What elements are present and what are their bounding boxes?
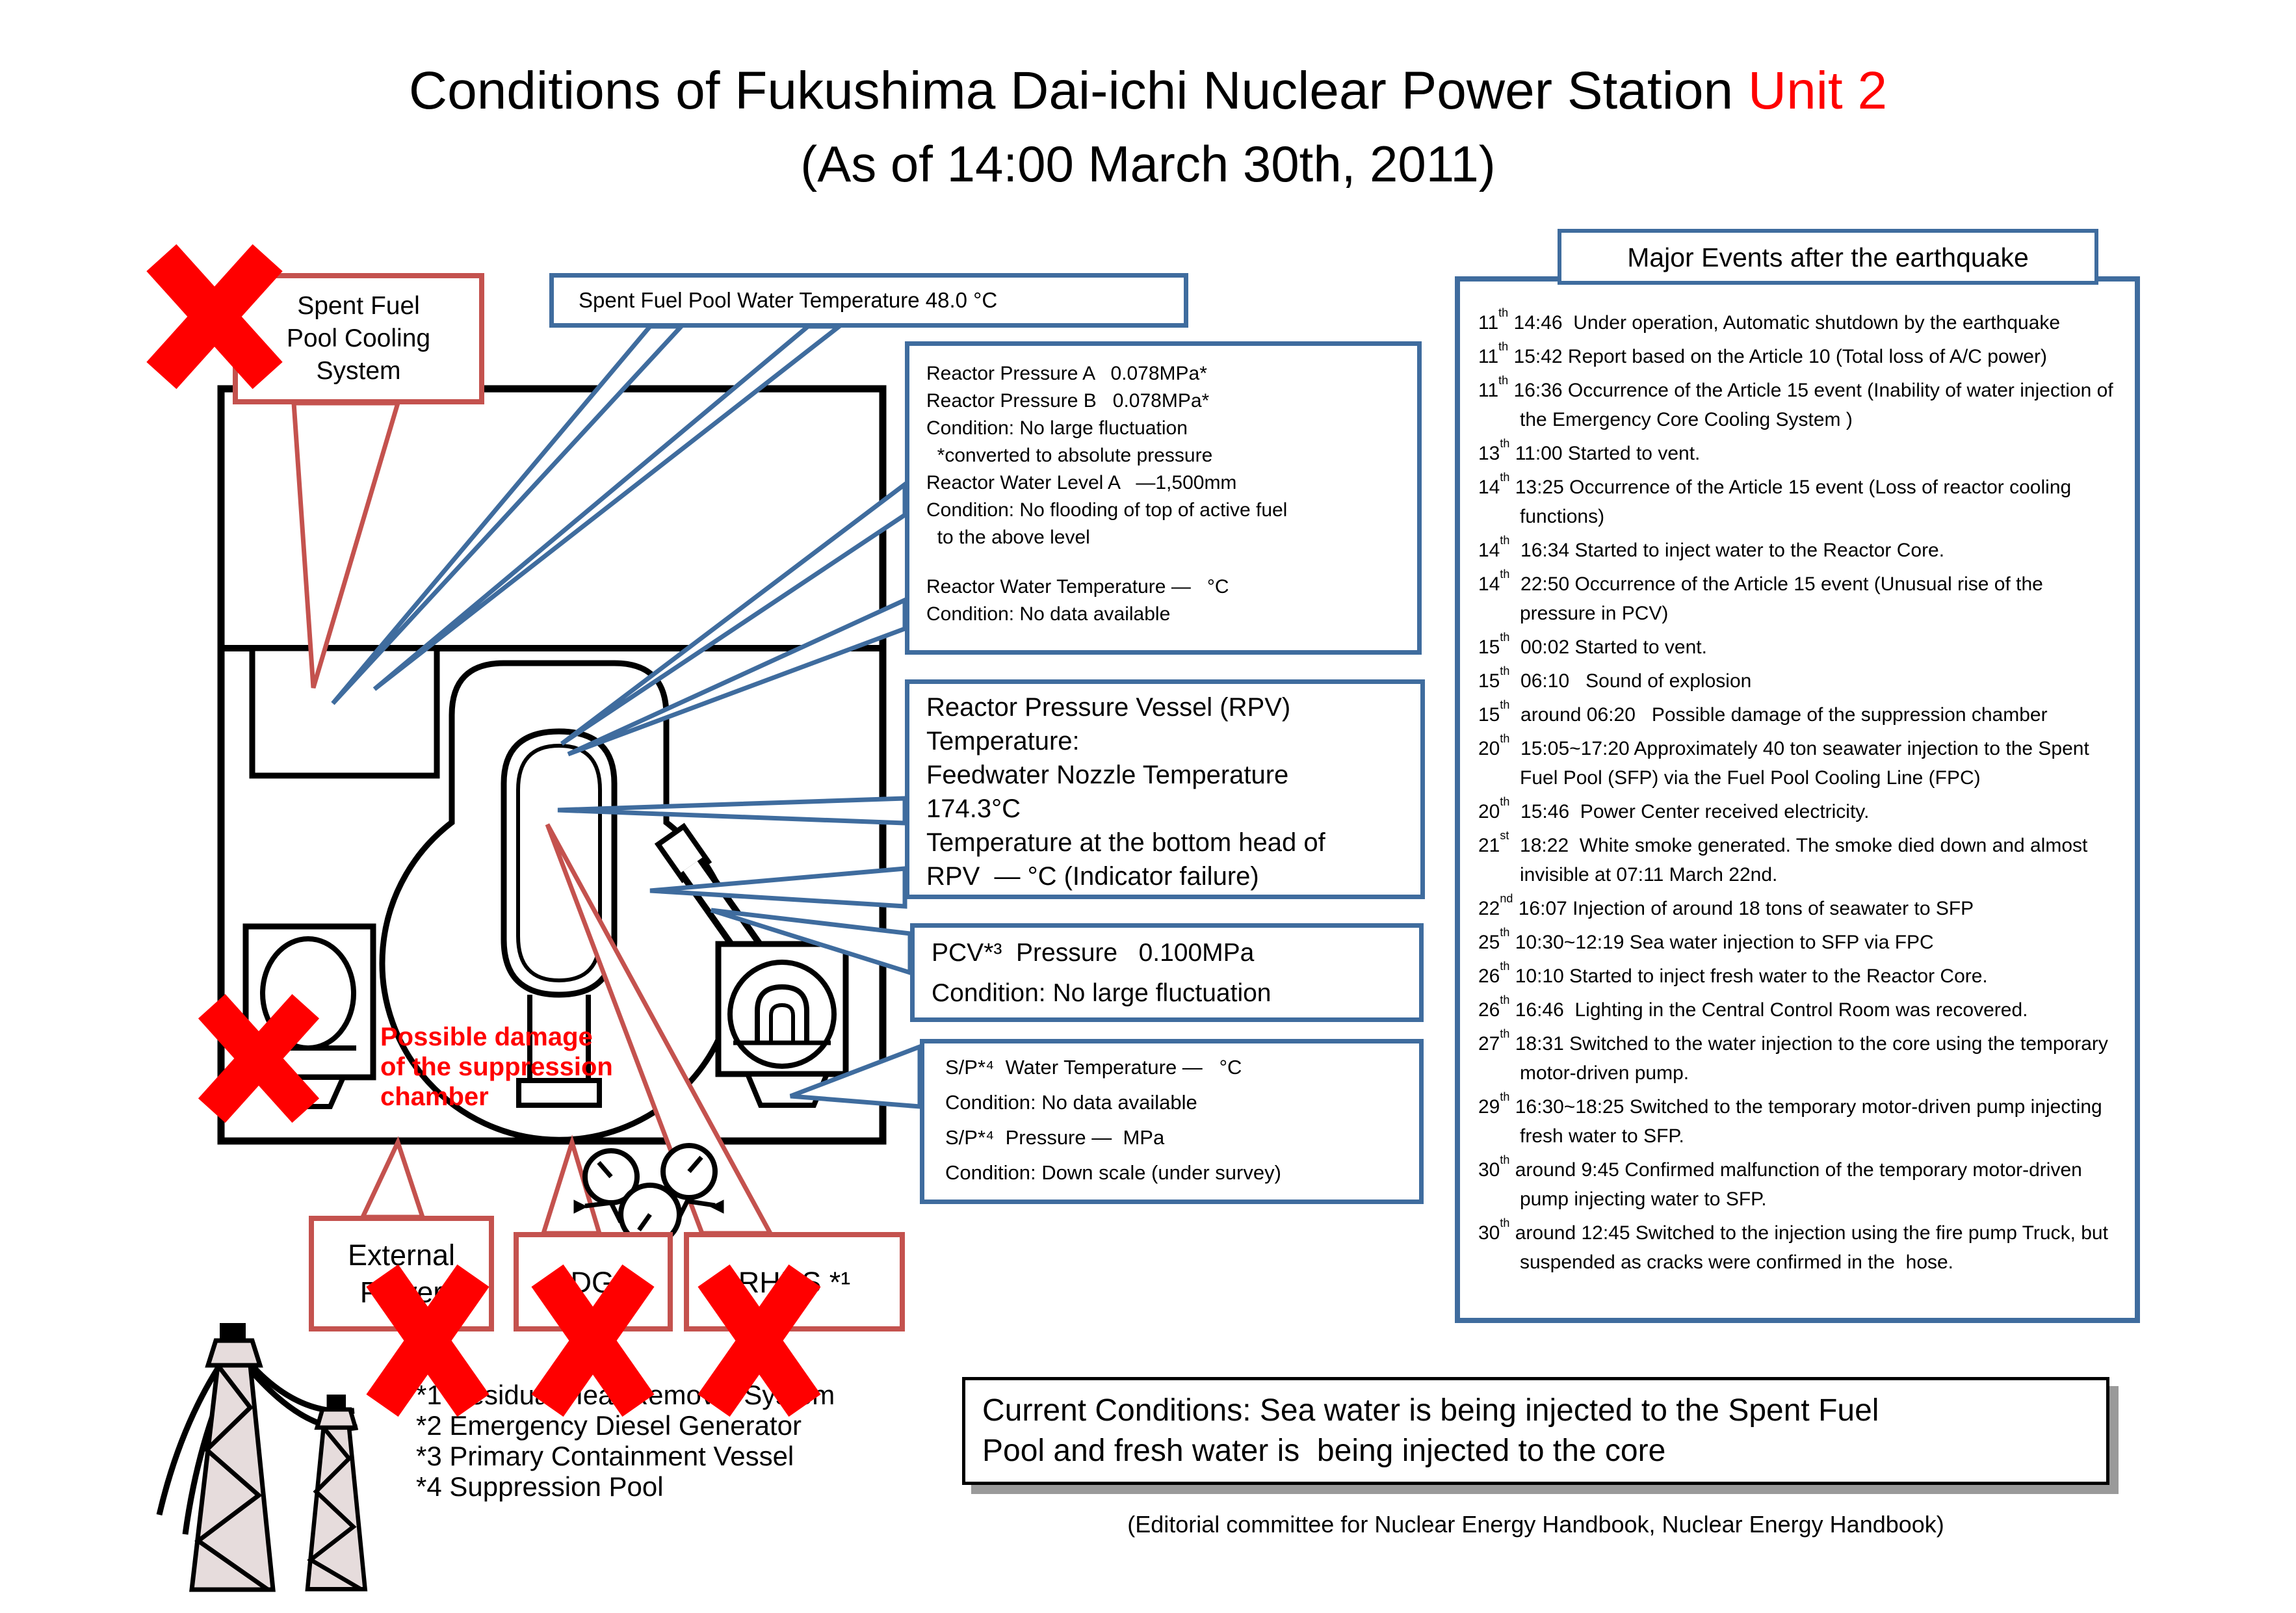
event-item: 11th 14:46 Under operation, Automatic sh… xyxy=(1478,306,2061,334)
event-item: 11th 16:36 Occurrence of the Article 15 … xyxy=(1478,373,2119,430)
towers-clipart xyxy=(156,1323,368,1592)
title-main: Conditions of Fukushima Dai-ichi Nuclear… xyxy=(408,61,1748,120)
gauges-clipart xyxy=(573,1143,724,1276)
current-conditions-box: Current Conditions: Sea water is being i… xyxy=(962,1377,2109,1485)
event-item: 27th 18:31 Switched to the water injecti… xyxy=(1478,1027,2114,1084)
current-conditions-text: Current Conditions: Sea water is being i… xyxy=(982,1393,1879,1468)
page-title: Conditions of Fukushima Dai-ichi Nuclear… xyxy=(0,55,2296,200)
event-item: 30th around 12:45 Switched to the inject… xyxy=(1478,1216,2114,1273)
suppression-chamber-right xyxy=(715,941,849,1108)
title-unit-number: Unit 2 xyxy=(1747,61,1888,120)
event-item: 21st 18:22 White smoke generated. The sm… xyxy=(1478,828,2093,885)
sfp-temp-label: Spent Fuel Pool Water Temperature 48.0 °… xyxy=(579,288,998,312)
blue-callout-wedges xyxy=(331,324,922,1109)
event-item: 29th 16:30~18:25 Switched to the tempora… xyxy=(1478,1090,2108,1147)
event-item: 30th around 9:45 Confirmed malfunction o… xyxy=(1478,1153,2088,1210)
event-item: 25th 10:30~12:19 Sea water injection to … xyxy=(1478,925,1934,953)
tower-small xyxy=(305,1395,368,1592)
event-item: 20th 15:46 Power Center received electri… xyxy=(1478,794,1870,822)
major-events-panel: 11th 14:46 Under operation, Automatic sh… xyxy=(1455,276,2140,1323)
rpv-temperature-text: Reactor Pressure Vessel (RPV)Temperature… xyxy=(926,693,1325,891)
spent-fuel-pool xyxy=(249,645,440,779)
x-icon-sfp-cooling xyxy=(146,244,283,389)
event-item: 15th 06:10 Sound of explosion xyxy=(1478,664,1752,692)
event-item: 11th 15:42 Report based on the Article 1… xyxy=(1478,339,2047,367)
editorial-note: (Editorial committee for Nuclear Energy … xyxy=(1127,1511,1944,1538)
tower-large xyxy=(189,1323,276,1592)
reactor-pressure-text: Reactor Pressure A 0.078MPa*Reactor Pres… xyxy=(926,363,1288,625)
event-item: 15th 00:02 Started to vent. xyxy=(1478,630,1707,658)
reactor-pressure-callout: Reactor Pressure A 0.078MPa*Reactor Pres… xyxy=(905,341,1422,655)
event-item: 20th 15:05~17:20 Approximately 40 ton se… xyxy=(1478,731,2095,789)
event-item: 14th 22:50 Occurrence of the Article 15 … xyxy=(1478,567,2049,624)
sfp-temp-callout: Spent Fuel Pool Water Temperature 48.0 °… xyxy=(549,273,1188,328)
title-line1: Conditions of Fukushima Dai-ichi Nuclear… xyxy=(0,55,2296,127)
event-item: 26th 10:10 Started to inject fresh water… xyxy=(1478,959,1988,987)
x-icon-edg xyxy=(531,1264,655,1417)
event-item: 22nd 16:07 Injection of around 18 tons o… xyxy=(1478,891,1974,919)
x-icon-suppression-chamber xyxy=(198,994,320,1123)
event-item: 15th around 06:20 Possible damage of the… xyxy=(1478,698,2048,726)
events-header-title: Major Events after the earthquake xyxy=(1627,243,2029,272)
rpv-temperature-callout: Reactor Pressure Vessel (RPV)Temperature… xyxy=(905,679,1425,899)
x-icon-external-power xyxy=(366,1264,489,1417)
title-date: (As of 14:00 March 30th, 2011) xyxy=(800,135,1496,192)
event-item: 13th 11:00 Started to vent. xyxy=(1478,436,1701,464)
event-item: 14th 13:25 Occurrence of the Article 15 … xyxy=(1478,470,2077,527)
x-icon-rhrs xyxy=(698,1264,821,1417)
events-list: 11th 14:46 Under operation, Automatic sh… xyxy=(1460,282,2135,1277)
event-item: 14th 16:34 Started to inject water to th… xyxy=(1478,533,1945,561)
event-item: 26th 16:46 Lighting in the Central Contr… xyxy=(1478,993,2028,1021)
events-header: Major Events after the earthquake xyxy=(1558,229,2098,285)
